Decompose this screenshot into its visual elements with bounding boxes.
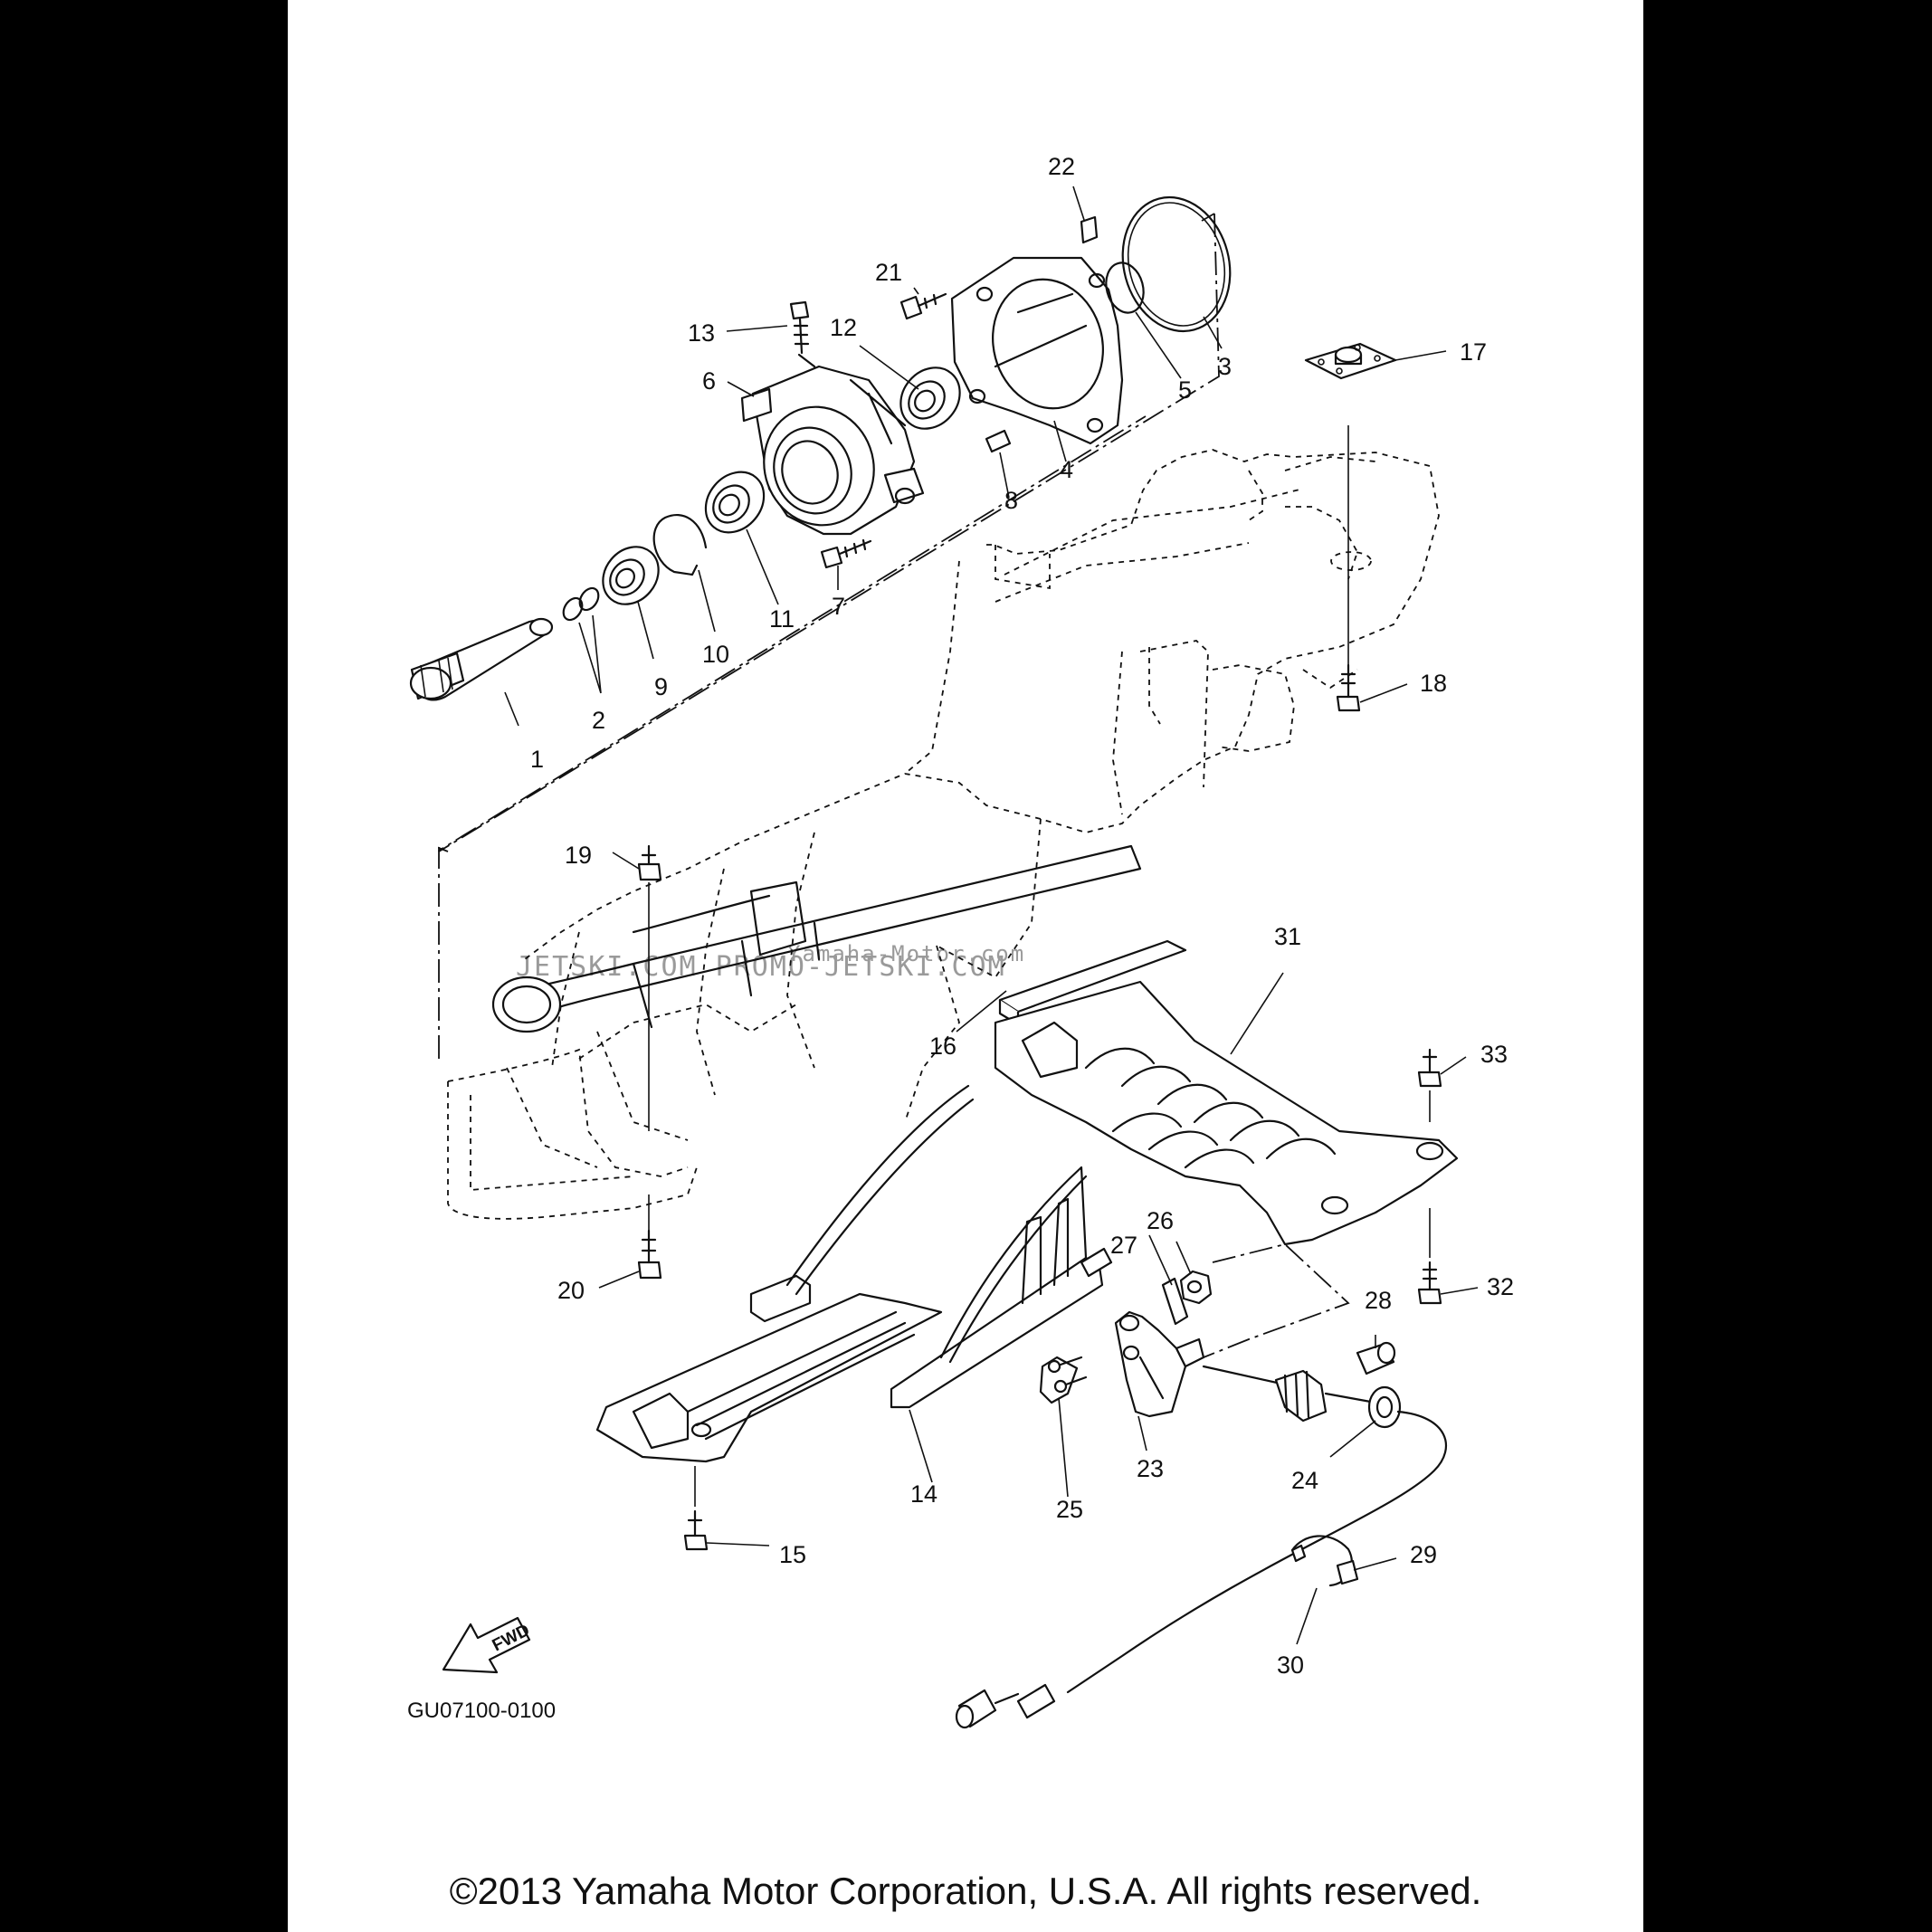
- callout-7: 7: [832, 593, 845, 620]
- watermark-text: JETSKI.COM PROMO-JETSKI.COM: [516, 951, 1006, 983]
- callout-25: 25: [1056, 1496, 1083, 1523]
- cable-end-fitting: [955, 1683, 1056, 1729]
- callout-16: 16: [929, 1033, 956, 1060]
- part-8-dowel-pin: [985, 429, 1012, 453]
- jet-pump-housing: [524, 449, 1440, 1123]
- callout-14: 14: [910, 1480, 937, 1508]
- callout-23: 23: [1137, 1455, 1164, 1482]
- frame-line-left: [438, 415, 1147, 1059]
- part-21-bolt: [899, 292, 947, 320]
- watermark-credit: Yamaha-Motor.com: [787, 941, 1025, 966]
- callout-5: 5: [1178, 376, 1192, 404]
- part-15-bolt: [683, 1466, 709, 1551]
- shaft-housing-tube: [491, 844, 1142, 1033]
- callout-12: 12: [830, 314, 857, 341]
- callout-labels: 1 2 3 4 5 6 7 8 9 10 11 12 13 14 15 16 1…: [530, 153, 1514, 1679]
- part-11-bearing: [704, 471, 766, 534]
- part-30-cable-clamp: [1290, 1535, 1359, 1587]
- part-7-bolt: [820, 538, 872, 569]
- part-2-o-ring-b: [578, 586, 600, 612]
- callout-17: 17: [1460, 338, 1487, 366]
- callout-10: 10: [702, 641, 729, 668]
- frame-line-upper: [438, 213, 1220, 852]
- callout-31: 31: [1274, 923, 1301, 950]
- bracket-chain-line: [1203, 1243, 1350, 1358]
- part-31-intake-grate: [994, 980, 1459, 1246]
- part-12-bearing: [899, 366, 961, 430]
- intake-duct-outline: [447, 1004, 797, 1220]
- part-6-bearing-housing: [740, 365, 925, 536]
- callout-6: 6: [702, 367, 716, 395]
- callout-18: 18: [1420, 670, 1447, 697]
- part-14-stabilizer: [890, 1166, 1113, 1409]
- fwd-arrow: FWD: [442, 1616, 533, 1674]
- callout-20: 20: [557, 1277, 585, 1304]
- callout-9: 9: [654, 673, 668, 700]
- part-23-bracket: [1114, 1310, 1205, 1418]
- callout-11: 11: [769, 605, 795, 633]
- callout-13: 13: [688, 319, 715, 347]
- callout-15: 15: [779, 1541, 806, 1568]
- callout-24: 24: [1291, 1467, 1318, 1494]
- part-4-housing-cover: [950, 256, 1124, 445]
- part-5-o-ring: [1105, 262, 1145, 314]
- part-33-bolt: [1417, 1048, 1442, 1122]
- callout-22: 22: [1048, 153, 1075, 180]
- part-25-bolt-pair: [1039, 1356, 1088, 1404]
- part-19-bolt: [637, 844, 662, 1131]
- callout-2: 2: [592, 707, 605, 734]
- callout-29: 29: [1410, 1541, 1437, 1568]
- part-15-ride-plate: [595, 1084, 975, 1463]
- callout-8: 8: [1004, 487, 1018, 514]
- callout-27: 27: [1110, 1232, 1137, 1259]
- part-18-bolt: [1336, 425, 1361, 712]
- part-13-grease-nipple: [789, 300, 816, 368]
- part-17-mount-plate: [1304, 342, 1397, 380]
- leader-lines: [504, 186, 1479, 1645]
- callout-1: 1: [530, 746, 544, 773]
- part-26-nut: [1179, 1270, 1213, 1305]
- callout-26: 26: [1147, 1207, 1174, 1234]
- callout-3: 3: [1218, 353, 1232, 380]
- callout-32: 32: [1487, 1273, 1514, 1300]
- part-20-bolt: [637, 1194, 662, 1280]
- copyright-notice: ©2013 Yamaha Motor Corporation, U.S.A. A…: [449, 1870, 1482, 1912]
- callout-28: 28: [1365, 1287, 1392, 1314]
- part-2-o-ring-a: [562, 596, 584, 622]
- diagram-code: GU07100-0100: [407, 1699, 556, 1723]
- part-22-plate: [1080, 215, 1099, 244]
- callout-30: 30: [1277, 1651, 1304, 1679]
- part-32-bolt: [1417, 1208, 1442, 1305]
- callout-19: 19: [565, 842, 592, 869]
- part-10-circlip: [652, 513, 708, 576]
- part-9-bearing: [602, 546, 660, 605]
- callout-21: 21: [875, 259, 902, 286]
- part-1-drive-shaft: [409, 617, 554, 701]
- callout-33: 33: [1480, 1041, 1508, 1068]
- part-24-cable-rod: [1066, 1365, 1448, 1694]
- part-3-o-ring: [1121, 195, 1232, 333]
- callout-4: 4: [1060, 456, 1073, 483]
